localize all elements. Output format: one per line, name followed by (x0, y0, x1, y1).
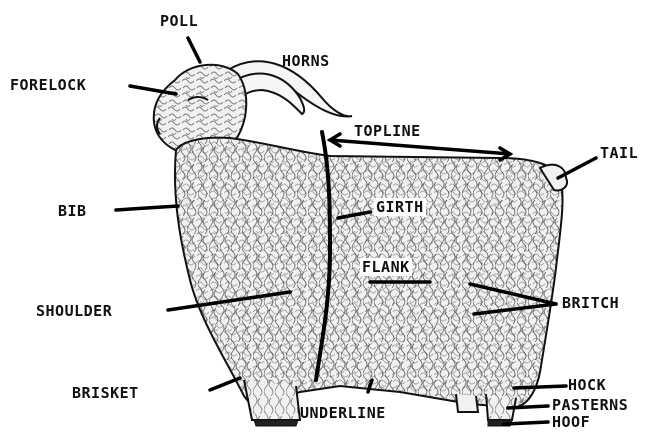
label-poll: POLL (160, 12, 198, 30)
hoof-shape (254, 420, 298, 426)
label-bib: BIB (58, 202, 87, 220)
label-pasterns: PASTERNS (552, 396, 628, 414)
label-girth: GIRTH (374, 198, 426, 216)
label-forelock: FORELOCK (10, 76, 86, 94)
leader-pasterns (508, 406, 548, 408)
label-flank: FLANK (360, 258, 412, 276)
leader-hoof (504, 422, 548, 424)
leader-tail (558, 158, 596, 178)
label-horns: HORNS (282, 52, 330, 70)
leader-hock (514, 386, 566, 388)
label-topline: TOPLINE (354, 122, 421, 140)
label-hock: HOCK (568, 376, 606, 394)
leader-topline (330, 140, 510, 154)
label-brisket: BRISKET (72, 384, 139, 402)
leader-bib (116, 206, 178, 210)
leader-poll (188, 38, 200, 62)
label-underline: UNDERLINE (300, 404, 386, 422)
rear-leg-shape (456, 394, 478, 412)
leader-brisket (210, 378, 240, 390)
label-shoulder: SHOULDER (36, 302, 112, 320)
label-hoof: HOOF (552, 413, 590, 431)
label-britch: BRITCH (562, 294, 619, 312)
label-tail: TAIL (600, 144, 638, 162)
